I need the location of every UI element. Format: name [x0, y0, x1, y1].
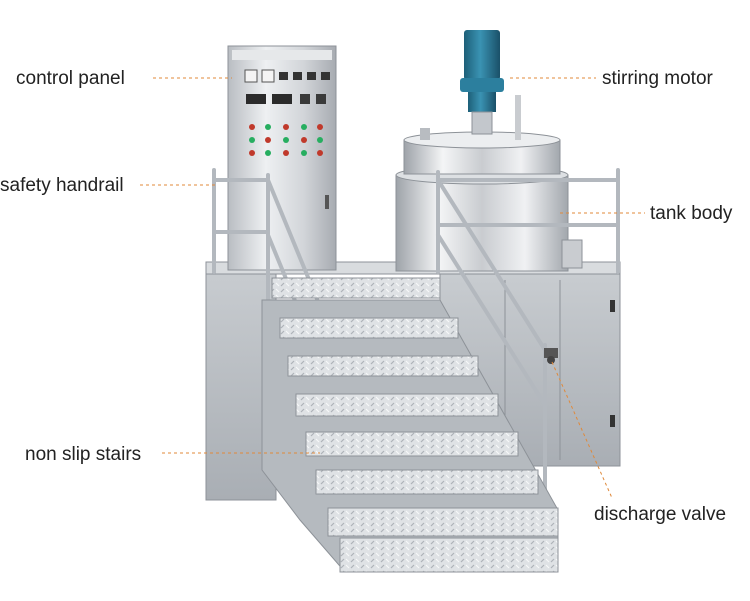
non-slip-stairs [261, 277, 559, 573]
leader-lines [140, 77, 645, 499]
label-discharge-valve: discharge valve [594, 504, 727, 525]
label-tank-body: tank body [650, 203, 733, 224]
discharge-valve [544, 348, 558, 364]
label-safety-handrail: safety handrail [0, 175, 124, 196]
leader-discharge-valve [551, 361, 613, 499]
label-control-panel: control panel [16, 68, 125, 89]
stirring-motor [460, 30, 504, 135]
panel-gauges [244, 69, 330, 104]
panel-buttons [249, 124, 323, 156]
control-panel-cabinet [227, 45, 337, 271]
label-non-slip-stairs: non slip stairs [25, 444, 142, 465]
label-stirring-motor: stirring motor [602, 68, 713, 89]
